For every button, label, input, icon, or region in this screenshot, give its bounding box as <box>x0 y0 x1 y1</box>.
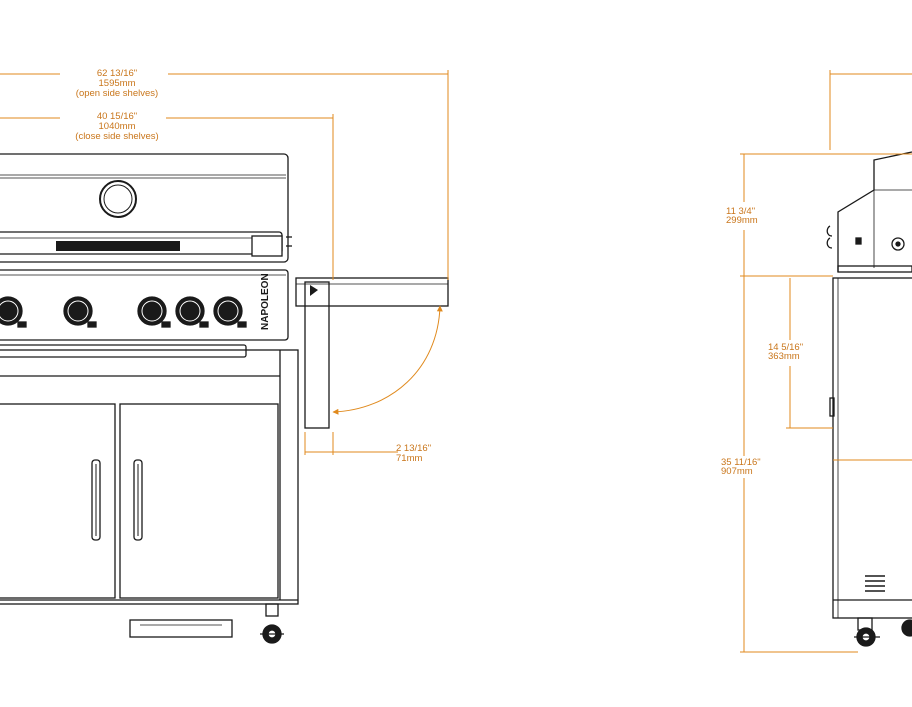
vent-icon <box>865 575 885 592</box>
svg-text:(open side shelves): (open side shelves) <box>76 88 158 99</box>
svg-text:14 5/16": 14 5/16" <box>768 342 803 353</box>
dim-shelf-height: 14 5/16" 363mm <box>768 342 803 362</box>
side-caster-icon <box>854 617 912 647</box>
temperature-gauge-icon <box>99 180 137 218</box>
dim-shelf-fold: 2 13/16" 71mm <box>396 443 431 464</box>
lid <box>0 153 289 263</box>
side-cabinet <box>832 277 912 619</box>
svg-text:62 13/16": 62 13/16" <box>97 68 137 79</box>
svg-text:40 15/16": 40 15/16" <box>97 111 137 122</box>
left-door <box>0 403 116 599</box>
side-dimensions <box>740 70 912 653</box>
svg-text:2 13/16": 2 13/16" <box>396 443 431 454</box>
dim-width-open: 62 13/16" 1595mm (open side shelves) <box>76 68 158 99</box>
knob-icon <box>137 296 171 328</box>
knob-icon <box>0 296 27 328</box>
dim-lid-height: 11 3/4" 299mm <box>726 206 758 226</box>
caster-wheel-icon <box>260 603 284 644</box>
brand-logo: NAPOLEON <box>260 273 271 330</box>
svg-text:907mm: 907mm <box>721 466 753 477</box>
knob-icon <box>213 296 247 328</box>
side-lid <box>837 151 912 272</box>
front-rail <box>0 344 247 358</box>
left-door-handle <box>91 459 101 541</box>
svg-text:363mm: 363mm <box>768 351 800 362</box>
dim-counter-height: 35 11/16" 907mm <box>721 457 761 477</box>
side-gauge-icon <box>891 237 905 251</box>
control-panel <box>0 269 289 341</box>
svg-text:11 3/4": 11 3/4" <box>726 206 755 217</box>
svg-text:299mm: 299mm <box>726 215 758 226</box>
right-door <box>119 403 279 599</box>
control-knobs <box>0 296 247 328</box>
svg-text:71mm: 71mm <box>396 453 422 464</box>
side-shelf <box>295 277 449 429</box>
svg-text:(close side shelves): (close side shelves) <box>75 131 158 142</box>
knob-icon <box>175 296 209 328</box>
cart-cabinet <box>0 349 299 605</box>
dim-width-closed: 40 15/16" 1040mm (close side shelves) <box>75 111 158 142</box>
knob-icon <box>63 296 97 328</box>
svg-text:35 11/16": 35 11/16" <box>721 457 761 468</box>
side-view <box>826 151 912 647</box>
svg-text:1595mm: 1595mm <box>99 78 136 89</box>
svg-text:1040mm: 1040mm <box>99 121 136 132</box>
right-door-handle <box>133 459 143 541</box>
front-dimensions <box>0 70 449 455</box>
front-view <box>0 153 449 644</box>
